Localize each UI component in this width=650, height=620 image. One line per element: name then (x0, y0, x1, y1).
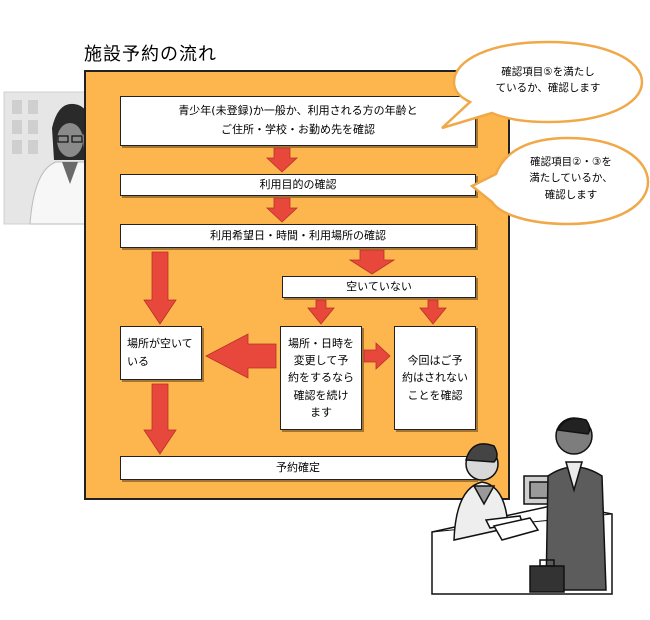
arrow-down-2 (265, 197, 299, 223)
arrow-down-4 (307, 299, 335, 325)
arrow-down-left-2 (143, 383, 177, 455)
step-decline: 今回はご予 約はされない ことを確認 (394, 326, 476, 430)
step-available: 場所が空いて いる (120, 326, 202, 380)
arrow-right (363, 342, 391, 370)
step-change-request: 場所・日時を 変更して予 約をするなら 確認を続け ます (280, 326, 362, 430)
step-check-purpose: 利用目的の確認 (120, 174, 476, 196)
bubble-middle-shape (469, 136, 650, 226)
step-not-available: 空いていない (282, 276, 476, 298)
step-confirmed: 予約確定 (120, 456, 476, 480)
bubble-middle-text: 確認項目②・③を 満たしているか、 確認します (529, 156, 613, 201)
bubble-top-shape (441, 40, 644, 130)
bubble-top-text: 確認項目⑤を満たし ているか、確認します (495, 66, 601, 95)
arrow-down-3 (348, 249, 396, 275)
step-check-user: 青少年(未登録)か一般か、利用される方の年齢と ご住所・学校・お勤め先を確認 (120, 96, 476, 146)
arrow-down-5 (419, 299, 447, 325)
arrow-down-1 (265, 147, 299, 173)
arrow-left (205, 333, 277, 379)
step-check-datetime: 利用希望日・時間・利用場所の確認 (120, 224, 476, 248)
page-title: 施設予約の流れ (84, 44, 217, 65)
arrow-down-left-1 (143, 251, 177, 325)
